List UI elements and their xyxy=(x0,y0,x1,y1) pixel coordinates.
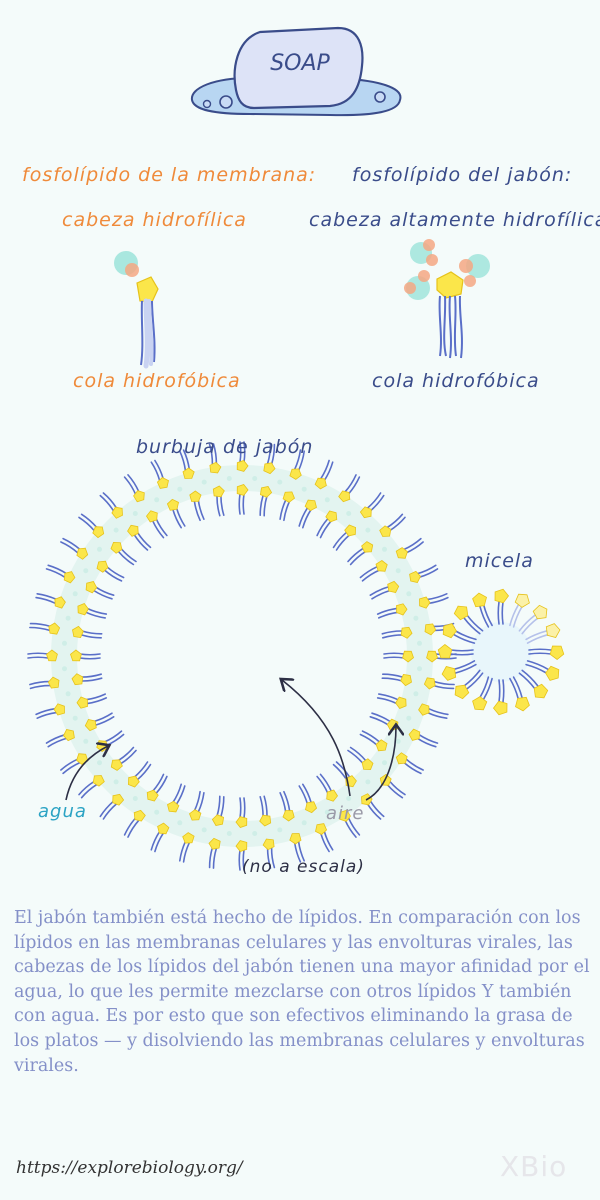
scale-note: (no a escala) xyxy=(242,857,365,877)
water-label: agua xyxy=(38,801,87,822)
source-link[interactable]: https://explorebiology.org/ xyxy=(16,1158,243,1178)
micelle-diagram xyxy=(437,588,565,716)
soap-head-label: cabeza altamente hidrofílica xyxy=(309,209,600,231)
soap-tail-label: cola hidrofóbica xyxy=(372,370,540,392)
membrane-tail-label: cola hidrofóbica xyxy=(73,370,241,392)
micelle-label: micela xyxy=(465,550,534,572)
caption-text: El jabón también está hecho de lípidos. … xyxy=(14,908,590,1076)
illustration: SOAP xyxy=(27,26,565,871)
air-label: aire xyxy=(326,803,365,824)
annotation-arrows xyxy=(65,680,396,801)
soap-title: fosfolípido del jabón: xyxy=(352,164,573,186)
membrane-phospholipid-icon xyxy=(114,251,159,369)
soap-bubble-diagram xyxy=(27,441,457,871)
bubble-label: burbuja de jabón xyxy=(136,436,314,458)
soap-bar-text: SOAP xyxy=(270,51,330,76)
xbio-logo: XBio xyxy=(500,1150,568,1183)
membrane-title: fosfolípido de la membrana: xyxy=(22,164,317,186)
water-arrow xyxy=(65,746,108,801)
air-arrow-outer xyxy=(365,726,396,801)
soap-bar-icon: SOAP xyxy=(190,26,402,117)
membrane-head-label: cabeza hidrofílica xyxy=(62,209,247,231)
air-arrow-inner xyxy=(282,680,351,797)
soap-phospholipid-icon xyxy=(404,239,490,359)
